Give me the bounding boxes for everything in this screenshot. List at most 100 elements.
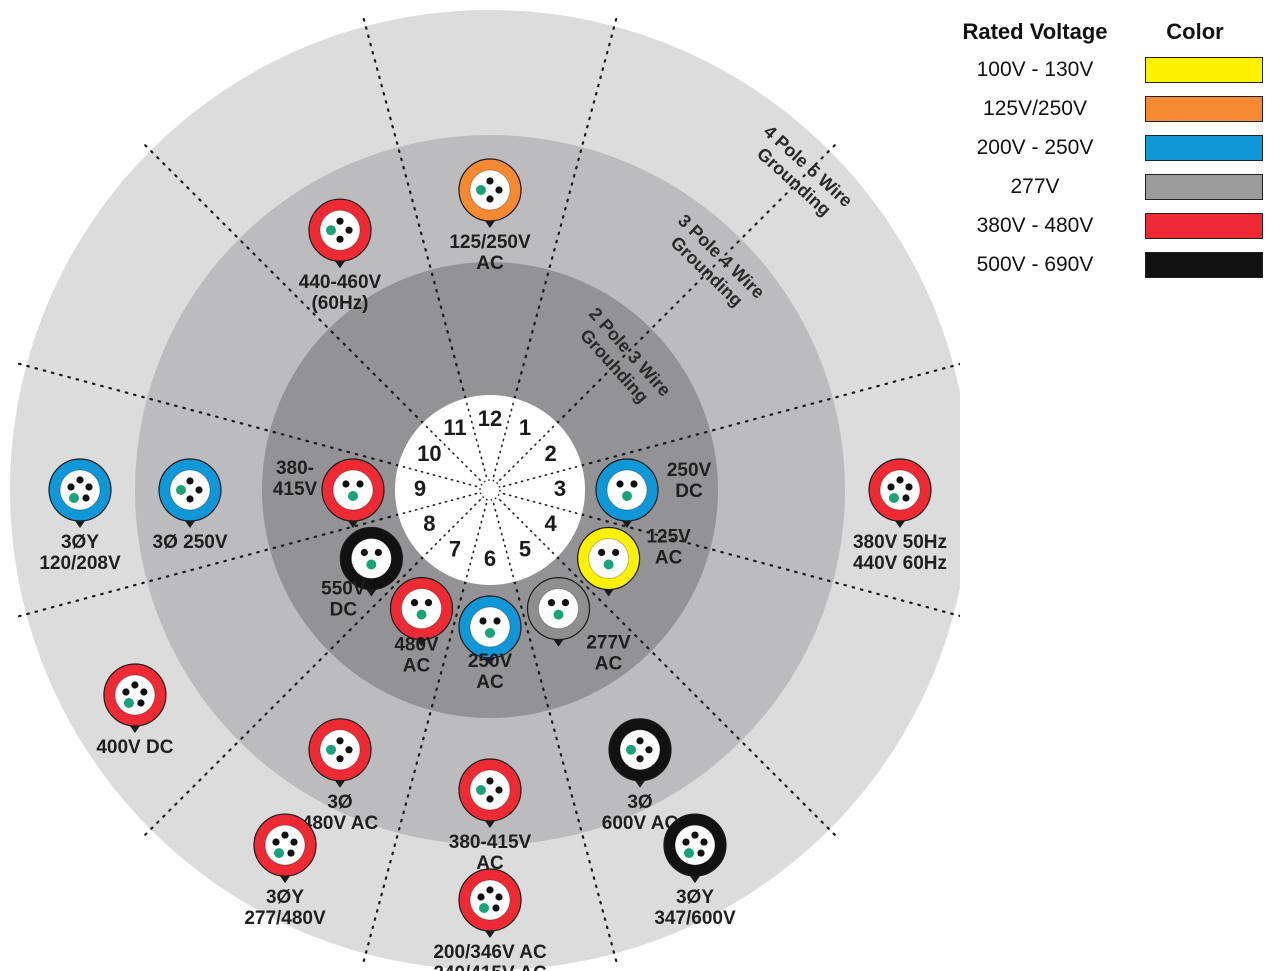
pin bbox=[186, 495, 194, 503]
connector-label-line: 120/208V bbox=[39, 553, 121, 574]
connector-label-line: 480V AC bbox=[302, 813, 379, 834]
sector-divider bbox=[580, 362, 960, 467]
connector-middle-6 bbox=[458, 758, 522, 828]
legend-swatch bbox=[1145, 212, 1263, 239]
ground-pin bbox=[326, 744, 336, 755]
pin bbox=[682, 838, 690, 846]
connector-face bbox=[606, 469, 648, 511]
sector-divider bbox=[15, 513, 400, 618]
pin bbox=[700, 838, 708, 846]
center-divider bbox=[400, 492, 478, 515]
sector-divider bbox=[513, 580, 618, 965]
pin bbox=[486, 777, 494, 785]
center-divider bbox=[502, 492, 580, 515]
sector-divider bbox=[556, 556, 838, 838]
sector-divider bbox=[362, 15, 467, 400]
pin bbox=[495, 893, 503, 901]
connector-inner-4 bbox=[577, 526, 641, 597]
connector-label-line: 277/480V bbox=[244, 908, 326, 929]
pin bbox=[424, 599, 433, 607]
legend-row: 100V - 130V bbox=[930, 50, 1269, 89]
connector-label-line: 3ØY bbox=[61, 532, 99, 553]
connector-face bbox=[469, 169, 511, 211]
connector-face bbox=[114, 674, 156, 716]
pin bbox=[336, 235, 344, 243]
clock-number-5: 5 bbox=[519, 536, 531, 561]
sector-divider bbox=[580, 513, 960, 618]
pin bbox=[486, 886, 494, 894]
connector-middle-5 bbox=[608, 718, 672, 788]
connector-middle-9 bbox=[158, 458, 222, 528]
legend-voltage: 380V - 480V bbox=[976, 213, 1094, 237]
ground-pin bbox=[626, 744, 636, 755]
connector-label-line: 200/346V AC bbox=[433, 942, 547, 963]
pin bbox=[896, 476, 904, 484]
pin bbox=[76, 476, 84, 484]
connector-label-line: AC bbox=[403, 656, 431, 677]
clock-number-3: 3 bbox=[554, 476, 566, 501]
legend-swatch bbox=[1145, 173, 1263, 200]
connector-face bbox=[469, 879, 511, 921]
connectors: 250VDC125VAC277VAC250VAC480VAC550VDC380-… bbox=[39, 158, 947, 971]
sector-divider bbox=[142, 556, 424, 838]
center-hub bbox=[479, 479, 501, 501]
ground-pin bbox=[603, 559, 614, 570]
pin bbox=[336, 737, 344, 745]
pin bbox=[477, 893, 485, 901]
pin bbox=[902, 494, 910, 502]
connector-label-line: AC bbox=[476, 672, 504, 693]
ground-pin bbox=[366, 559, 377, 570]
clock-number-2: 2 bbox=[544, 441, 556, 466]
connector-face bbox=[538, 588, 579, 630]
connector-label-line: 415V bbox=[273, 479, 318, 500]
ground-pin bbox=[176, 485, 186, 495]
legend-swatch bbox=[1145, 95, 1263, 122]
ground-pin bbox=[553, 609, 564, 620]
connector-inner-5 bbox=[526, 577, 591, 647]
pin bbox=[131, 681, 139, 689]
legend-swatch bbox=[1145, 251, 1263, 278]
center-divider bbox=[465, 400, 488, 478]
connector-label-line: 380-415V bbox=[449, 832, 532, 853]
connector-label-line: 277V bbox=[586, 633, 631, 654]
pin bbox=[479, 617, 487, 625]
connector-outer-3 bbox=[868, 458, 932, 528]
center-disc bbox=[395, 395, 585, 585]
clock-number-11: 11 bbox=[443, 415, 466, 440]
center-divider bbox=[400, 465, 478, 488]
connector-label-line: 440V 60Hz bbox=[853, 553, 947, 574]
connector-label-line: 3Ø bbox=[327, 792, 352, 813]
pin bbox=[691, 831, 699, 839]
pin bbox=[195, 486, 203, 494]
pin bbox=[140, 688, 148, 696]
connector-label-line: 380V 50Hz bbox=[853, 532, 947, 553]
ground-pin bbox=[622, 491, 632, 501]
legend-voltage: 125V/250V bbox=[983, 96, 1087, 120]
connector-label-line: 250V bbox=[667, 460, 712, 481]
pin bbox=[345, 746, 353, 754]
pin bbox=[486, 177, 494, 185]
center-divider bbox=[465, 502, 488, 580]
center-divider bbox=[492, 400, 515, 478]
center-divider bbox=[424, 424, 481, 481]
pin bbox=[82, 494, 90, 502]
legend-voltage: 100V - 130V bbox=[976, 57, 1094, 81]
ground-pin bbox=[274, 848, 284, 859]
connector-label-line: 3Ø bbox=[627, 792, 652, 813]
connector-inner-3 bbox=[595, 458, 659, 528]
center-divider bbox=[492, 502, 515, 580]
connector-label-line: 400V DC bbox=[96, 737, 173, 758]
pin bbox=[616, 480, 624, 488]
ground-pin bbox=[69, 493, 79, 503]
connector-label-line: AC bbox=[476, 253, 504, 274]
sector-divider bbox=[556, 142, 838, 424]
connector-outer-6 bbox=[458, 868, 522, 938]
legend-voltage: 500V - 690V bbox=[976, 252, 1094, 276]
ground-pin bbox=[348, 491, 358, 501]
ground-pin bbox=[326, 225, 336, 236]
